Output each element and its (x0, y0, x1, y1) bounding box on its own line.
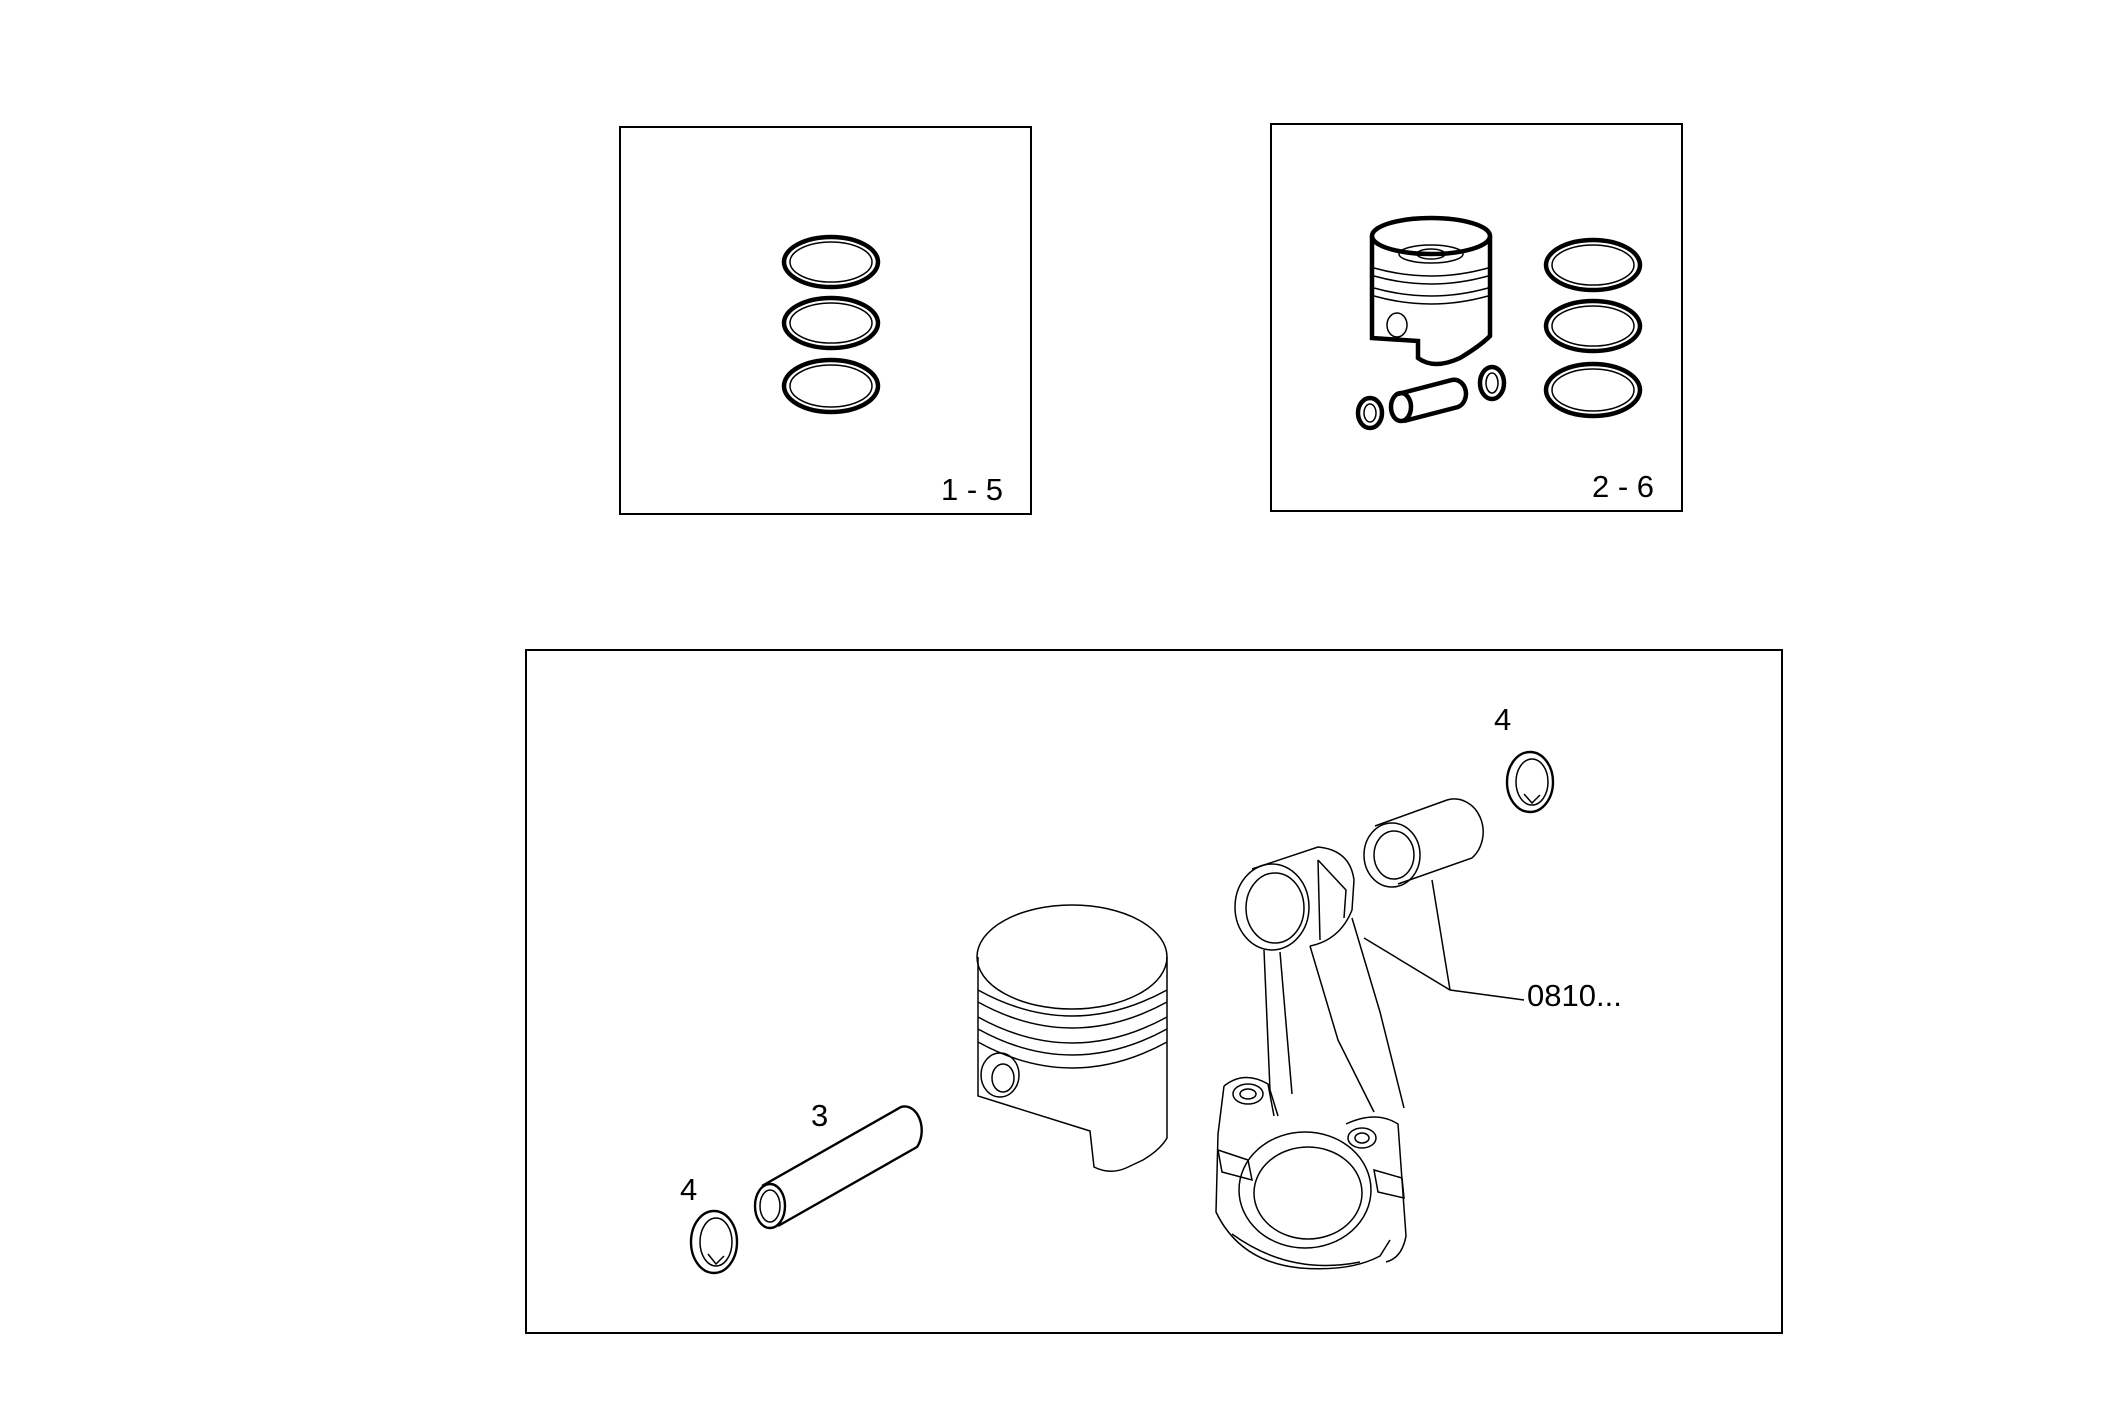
piston[interactable] (976, 904, 1168, 1172)
callout-leader-lines (1363, 879, 1525, 1001)
piston-ring-icon (781, 234, 881, 290)
callout-pin-label: 3 (811, 1098, 828, 1133)
piston-ring-icon (1543, 237, 1643, 293)
kit-ring-set-frame (619, 126, 1032, 515)
piston-ring-icon (781, 295, 881, 351)
callout-connecting-rod-label: 0810... (1527, 978, 1622, 1013)
piston-pin[interactable] (753, 1105, 923, 1230)
circlip-right[interactable] (1505, 750, 1555, 814)
kit-label: 1 - 5 (941, 472, 1003, 507)
callout-circlip-right-label: 4 (1494, 702, 1511, 737)
circlip-icon (1477, 364, 1507, 402)
piston-ring-icon (1543, 361, 1643, 419)
kit-label: 2 - 6 (1592, 469, 1654, 504)
piston-ring-icon (1543, 298, 1643, 354)
kit-piston-set-panel[interactable]: 2 - 6 (1270, 123, 1683, 512)
callout-circlip-left-label: 4 (680, 1172, 697, 1207)
connecting-rod[interactable] (1215, 846, 1407, 1270)
circlip-icon (1355, 395, 1385, 431)
kit-piston-set-frame (1270, 123, 1683, 512)
piston-icon (1369, 215, 1493, 367)
piston-pin-icon (1388, 377, 1469, 424)
small-end-bushing[interactable] (1363, 798, 1484, 888)
circlip-left[interactable] (689, 1209, 739, 1275)
kit-ring-set-panel[interactable]: 1 - 5 (619, 126, 1032, 515)
piston-ring-icon (781, 357, 881, 415)
exploded-view-frame (525, 649, 1783, 1334)
